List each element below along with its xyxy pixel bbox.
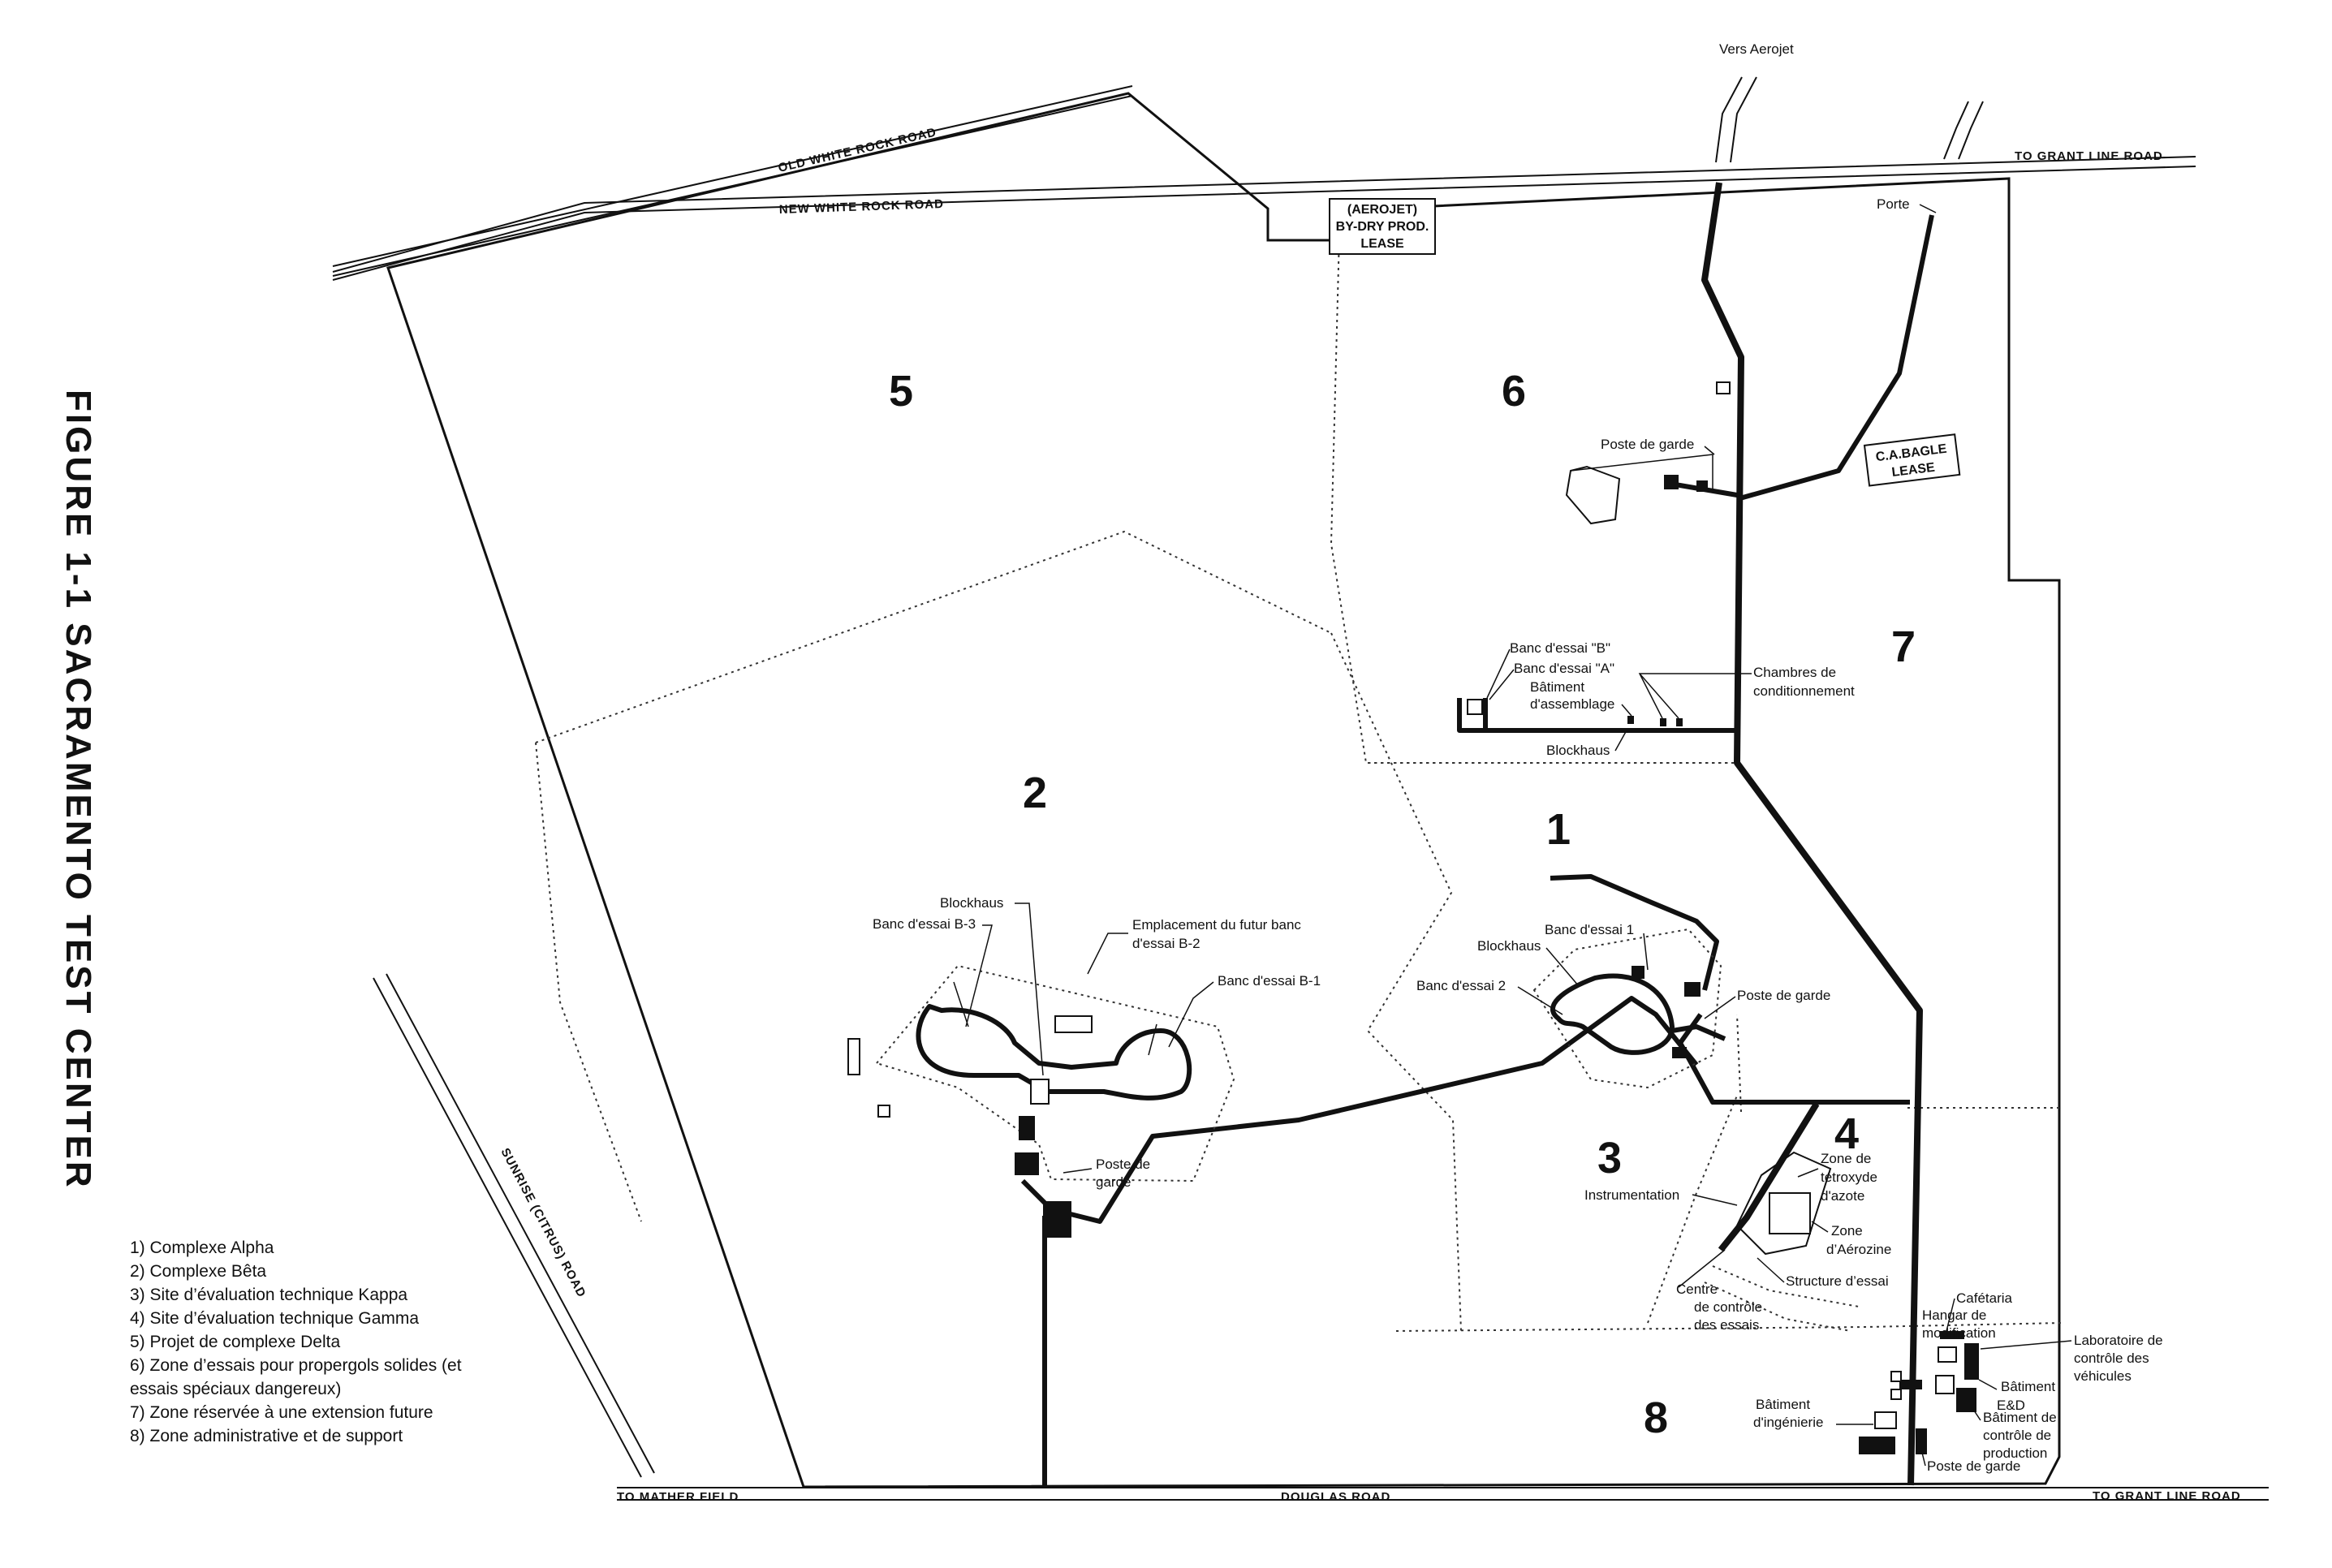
- label-controle-prod-1: Bâtiment de: [1983, 1410, 2057, 1425]
- label-controle-prod-2: contrôle de: [1983, 1428, 2051, 1443]
- legend-item: 4) Site d’évaluation technique Gamma: [130, 1309, 419, 1328]
- label-controle-prod-3: production: [1983, 1445, 2047, 1461]
- label-centre-2: de contrôle: [1694, 1299, 1762, 1315]
- label-cafetaria: Cafétaria: [1956, 1290, 2013, 1306]
- facility-labels: Porte Poste de garde Banc d'essai "B" Ba…: [873, 196, 2163, 1474]
- label-batiment-ed-2: E&D: [1997, 1398, 2025, 1413]
- road-label-mather-field: TO MATHER FIELD: [617, 1490, 739, 1504]
- label-labo-1: Laboratoire de: [2074, 1333, 2163, 1348]
- label-chambres-2: conditionnement: [1753, 683, 1855, 699]
- legend-item: essais spéciaux dangereux): [130, 1380, 341, 1398]
- label-vers-aerojet: Vers Aerojet: [1719, 41, 1794, 57]
- legend-item: 8) Zone administrative et de support: [130, 1427, 403, 1445]
- gamma-site: [1704, 1151, 1860, 1332]
- beta-complex: [847, 964, 1235, 1238]
- legend-item: 1) Complexe Alpha: [130, 1238, 274, 1257]
- service-roads: [1020, 182, 1934, 1486]
- alpha-complex: [1532, 874, 1726, 1089]
- legend-item: 7) Zone réservée à une extension future: [130, 1403, 433, 1422]
- legend-item: 2) Complexe Bêta: [130, 1262, 266, 1281]
- label-batiment-ed-1: Bâtiment: [2001, 1379, 2055, 1394]
- road-label-grant-line-top: TO GRANT LINE ROAD: [2015, 149, 2163, 163]
- bagle-lease-box: C.A.BAGLE LEASE: [1863, 433, 1961, 487]
- label-poste-garde-2-1: Poste de: [1096, 1157, 1150, 1172]
- label-labo-3: véhicules: [2074, 1368, 2132, 1384]
- label-blockhaus-1: Blockhaus: [1477, 938, 1541, 954]
- label-aerozine-1: Zone: [1831, 1223, 1863, 1238]
- legend: 1) Complexe Alpha 2) Complexe Bêta 3) Site…: [130, 1238, 462, 1445]
- zone6-facilities: [1467, 381, 1731, 730]
- label-ingenierie-1: Bâtiment: [1756, 1397, 1810, 1412]
- label-futur-b2-2: d'essai B-2: [1132, 936, 1200, 951]
- aerojet-lease-box: (AEROJET) BY-DRY PROD. LEASE: [1329, 198, 1436, 255]
- label-poste-garde-8: Poste de garde: [1927, 1458, 2020, 1474]
- legend-item: 6) Zone d’essais pour propergols solides…: [130, 1356, 462, 1375]
- bagle-line-2: LEASE: [1891, 461, 1936, 480]
- label-banc-a: Banc d'essai "A": [1514, 661, 1614, 676]
- zone-number-6: 6: [1502, 367, 1526, 416]
- label-banc-2: Banc d'essai 2: [1416, 978, 1506, 993]
- label-futur-b2-1: Emplacement du futur banc: [1132, 917, 1301, 933]
- legend-item: 3) Site d’évaluation technique Kappa: [130, 1286, 407, 1304]
- label-tetroxyde-3: d'azote: [1821, 1188, 1864, 1204]
- label-centre-3: des essais: [1694, 1317, 1759, 1333]
- figure-title: FIGURE 1-1 SACRAMENTO TEST CENTER: [58, 390, 98, 1190]
- label-banc-1: Banc d'essai 1: [1545, 922, 1634, 937]
- label-blockhaus-6: Blockhaus: [1546, 743, 1610, 758]
- label-chambres-1: Chambres de: [1753, 665, 1836, 680]
- zone-number-4: 4: [1834, 1109, 1859, 1158]
- property-boundary: [386, 92, 2061, 1488]
- label-banc-b: Banc d'essai "B": [1510, 640, 1610, 656]
- lease-line-2: BY-DRY PROD.: [1336, 220, 1429, 234]
- label-aerozine-2: d’Aérozine: [1826, 1242, 1891, 1257]
- zone-number-1: 1: [1546, 805, 1571, 854]
- road-label-old-white-rock: OLD WHITE ROCK ROAD: [777, 125, 938, 175]
- label-structure: Structure d’essai: [1786, 1273, 1889, 1289]
- road-label-grant-line-bottom: TO GRANT LINE ROAD: [2093, 1489, 2241, 1503]
- label-assemblage-1: Bâtiment: [1530, 679, 1584, 695]
- label-blockhaus-2: Blockhaus: [940, 895, 1003, 911]
- label-labo-2: contrôle des: [2074, 1350, 2149, 1366]
- roads: [332, 76, 2269, 1501]
- label-poste-garde-1: Poste de garde: [1737, 988, 1830, 1003]
- label-poste-garde-2-2: garde: [1096, 1174, 1131, 1190]
- label-ingenierie-2: d'ingénierie: [1753, 1415, 1823, 1430]
- zone-number-2: 2: [1023, 769, 1047, 817]
- road-label-sunrise: SUNRISE (CITRUS) ROAD: [498, 1146, 588, 1300]
- label-banc-b1: Banc d'essai B-1: [1218, 973, 1321, 989]
- label-tetroxyde-2: tétroxyde: [1821, 1170, 1877, 1185]
- zone-number-8: 8: [1644, 1394, 1668, 1442]
- zone-number-5: 5: [889, 367, 913, 416]
- label-centre-1: Centre: [1676, 1282, 1718, 1297]
- label-instrumentation: Instrumentation: [1584, 1187, 1679, 1203]
- legend-item: 5) Projet de complexe Delta: [130, 1333, 340, 1351]
- road-label-new-white-rock: NEW WHITE ROCK ROAD: [779, 197, 945, 217]
- label-porte: Porte: [1877, 196, 1910, 212]
- zone-boundaries: [535, 235, 2063, 1332]
- label-tetroxyde-1: Zone de: [1821, 1151, 1871, 1166]
- label-assemblage-2: d'assemblage: [1530, 696, 1614, 712]
- label-hangar-1: Hangar de: [1922, 1307, 1986, 1323]
- admin-buildings: [1859, 1331, 1979, 1454]
- road-label-douglas: DOUGLAS ROAD: [1281, 1490, 1390, 1504]
- label-banc-b3: Banc d'essai B-3: [873, 916, 976, 932]
- label-poste-garde-6: Poste de garde: [1601, 437, 1694, 452]
- lease-line-1: (AEROJET): [1347, 203, 1417, 217]
- zone-number-7: 7: [1891, 622, 1916, 671]
- lease-line-3: LEASE: [1360, 237, 1404, 251]
- zone-number-3: 3: [1597, 1134, 1622, 1182]
- label-hangar-2: modification: [1922, 1325, 1996, 1341]
